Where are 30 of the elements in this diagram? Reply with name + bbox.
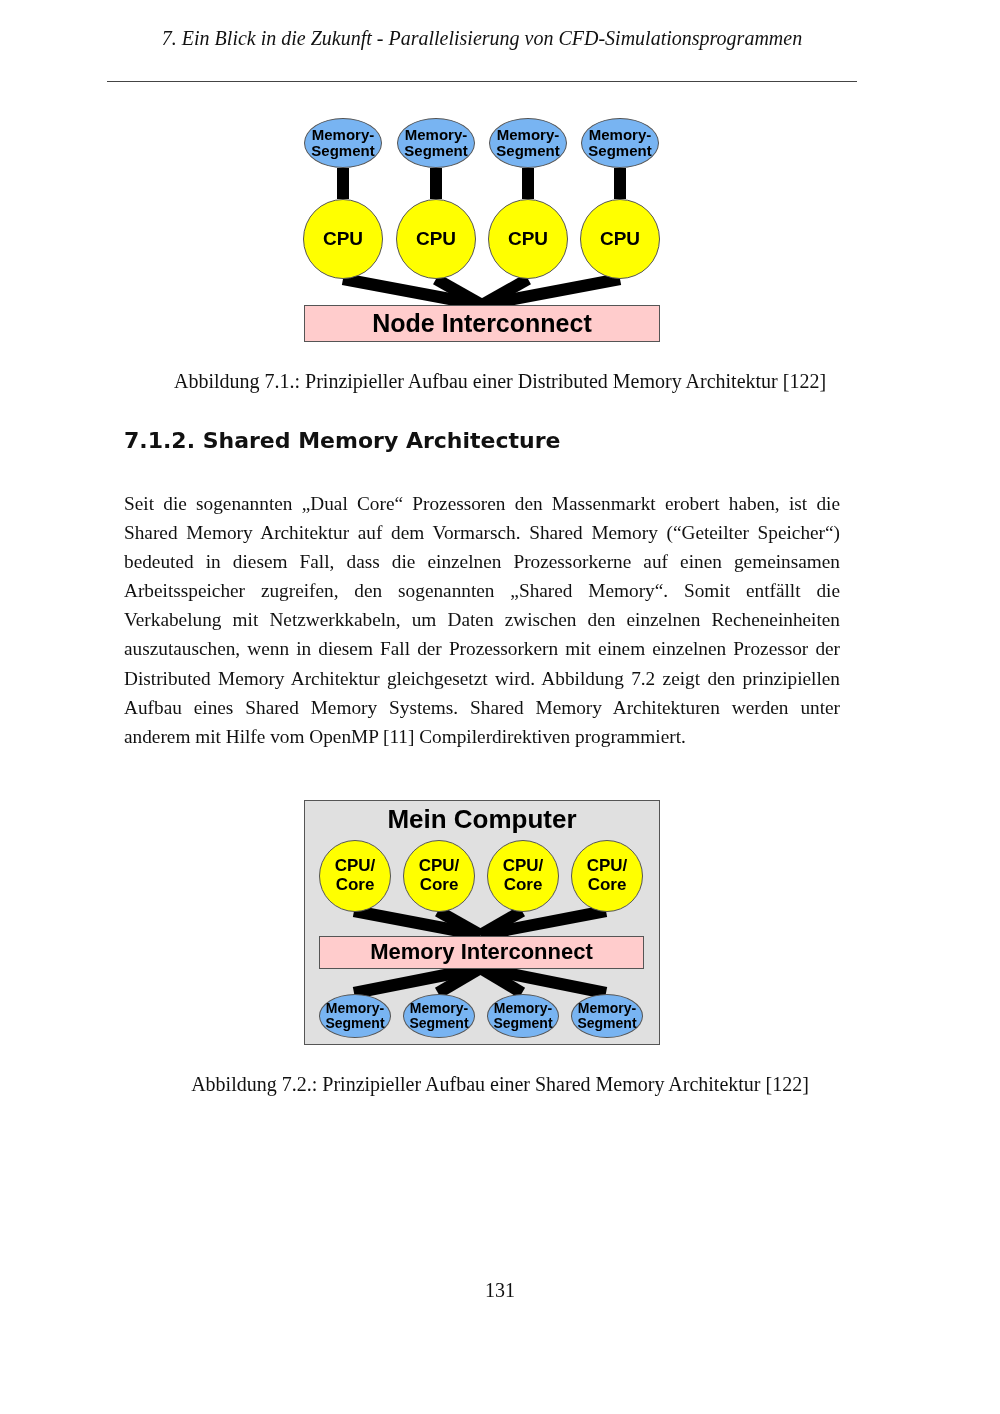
figure-caption: Abbildung 7.1.: Prinzipieller Aufbau einer Distributed Memory Architektur [122] bbox=[172, 370, 828, 393]
connector-bar bbox=[337, 168, 349, 199]
cpu-core-circle: CPU/ Core bbox=[571, 840, 643, 912]
cpu-circle: CPU bbox=[303, 199, 383, 279]
memory-segment-ellipse: Memory- Segment bbox=[319, 994, 391, 1038]
cpu-circle: CPU bbox=[580, 199, 660, 279]
connector-bar bbox=[430, 168, 442, 199]
cpu-circle: CPU bbox=[396, 199, 476, 279]
memory-segment-ellipse: Memory- Segment bbox=[571, 994, 643, 1038]
section-heading: 7.1.2. Shared Memory Architecture bbox=[124, 428, 561, 453]
connector-bar bbox=[522, 168, 534, 199]
interconnect-bar: Node Interconnect bbox=[304, 305, 660, 342]
memory-segment-ellipse: Memory- Segment bbox=[397, 118, 475, 168]
memory-segment-ellipse: Memory- Segment bbox=[304, 118, 382, 168]
memory-segment-ellipse: Memory- Segment bbox=[581, 118, 659, 168]
memory-segment-ellipse: Memory- Segment bbox=[487, 994, 559, 1038]
panel-title: Mein Computer bbox=[386, 805, 578, 834]
memory-segment-ellipse: Memory- Segment bbox=[403, 994, 475, 1038]
page-number: 131 bbox=[484, 1279, 516, 1302]
computer-panel bbox=[304, 800, 660, 1045]
interconnect-bar: Memory Interconnect bbox=[319, 936, 644, 969]
connector-bar bbox=[614, 168, 626, 199]
memory-segment-ellipse: Memory- Segment bbox=[489, 118, 567, 168]
cpu-core-circle: CPU/ Core bbox=[319, 840, 391, 912]
body-paragraph: Seit die sogenannten „Dual Core“ Prozessoren den Massenmarkt erobert haben, ist die Shared Memory Architektur auf dem Vormarsch. Shared Memory (“Geteilter Speicher“) bedeuted in diesem Fall, dass die einzelnen Prozessorkerne auf einen gemeinsamen Arbeitsspeicher zugreifen, den sogenannten „Shared Memory“. Somit entfällt die Verkabelung mit Netzwerkkabeln, um Daten zwischen den einzelnen Recheneinheiten auszutauschen, wenn in diesem Fall der Prozessorkern mit einem einzelnen Prozessor der Distributed Memory Architektur gleichgesetzt wird. Abbildung 7.2 zeigt den prinzipiellen Aufbau eines Shared Memory Systems. Shared Memory Architekturen werden unter anderem mit Hilfe vom OpenMP [11] Compilerdirektiven programmiert. bbox=[124, 492, 840, 749]
figure-caption: Abbildung 7.2.: Prinzipieller Aufbau einer Shared Memory Architektur [122] bbox=[190, 1073, 810, 1096]
cpu-core-circle: CPU/ Core bbox=[487, 840, 559, 912]
cpu-circle: CPU bbox=[488, 199, 568, 279]
cpu-core-circle: CPU/ Core bbox=[403, 840, 475, 912]
running-header: 7. Ein Blick in die Zukunft - Parallelisierung von CFD-Simulationsprogrammen bbox=[160, 26, 804, 52]
